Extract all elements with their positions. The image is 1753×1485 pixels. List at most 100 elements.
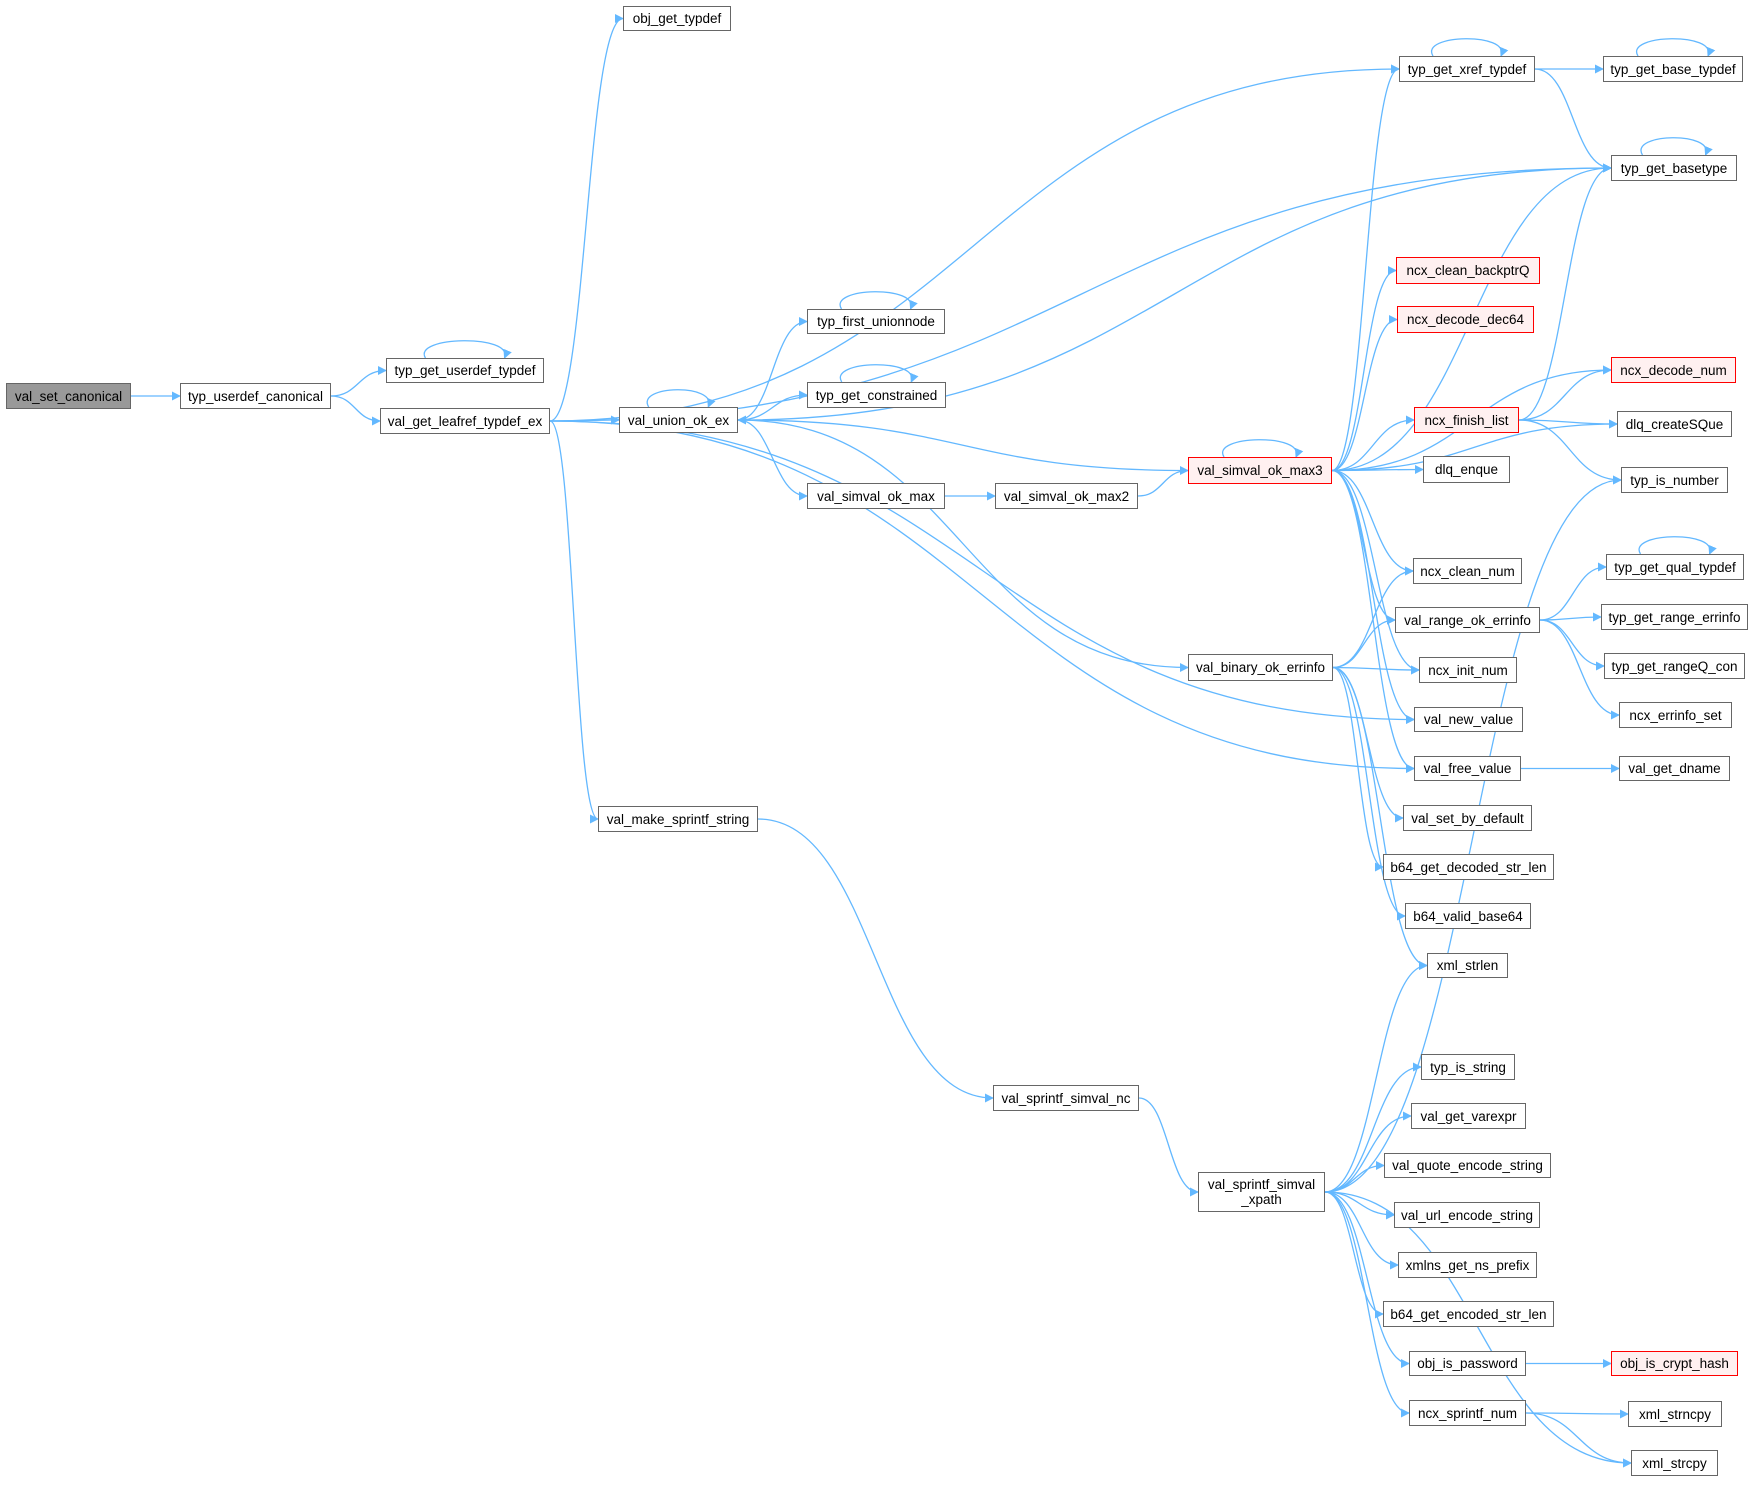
edge-val-sprintf-simval-xpath-to-typ-is-string (1324, 1062, 1422, 1193)
node-typ-get-rangeQ-con[interactable]: typ_get_rangeQ_con (1604, 653, 1745, 679)
edge-val-sprintf-simval-xpath-to-xml-strlen (1324, 961, 1428, 1193)
node-b64-valid-base64[interactable]: b64_valid_base64 (1405, 903, 1531, 929)
node-typ-get-constrained[interactable]: typ_get_constrained (807, 382, 946, 408)
node-typ-get-basetype[interactable]: typ_get_basetype (1611, 155, 1737, 181)
node-xml-strncpy[interactable]: xml_strncpy (1628, 1401, 1722, 1427)
edge-val-sprintf-simval-xpath-to-xmlns-get-ns-prefix (1324, 1191, 1399, 1270)
edge-typ-userdef-canonical-to-val-get-leafref-typdef-ex (330, 395, 381, 426)
edge-typ-get-basetype-to-typ-get-basetype (1640, 137, 1713, 156)
edge-val-union-ok-ex-to-typ-get-constrained (737, 390, 808, 421)
edge-val-get-leafref-typdef-ex-to-val-free-value (549, 420, 1415, 773)
edge-val-binary-ok-errinfo-to-b64-valid-base64 (1332, 666, 1406, 921)
node-val-get-leafref-typdef-ex[interactable]: val_get_leafref_typdef_ex (380, 408, 550, 434)
node-ncx-clean-backptrQ[interactable]: ncx_clean_backptrQ (1396, 257, 1540, 284)
edge-typ-get-xref-typdef-to-typ-get-xref-typdef (1430, 38, 1509, 57)
edge-typ-get-userdef-typdef-to-typ-get-userdef-typdef (423, 340, 512, 359)
node-b64-get-decoded-str-len[interactable]: b64_get_decoded_str_len (1383, 854, 1554, 880)
node-dlq-enque[interactable]: dlq_enque (1423, 456, 1510, 483)
node-ncx-finish-list[interactable]: ncx_finish_list (1414, 407, 1519, 433)
node-ncx-clean-num[interactable]: ncx_clean_num (1413, 558, 1522, 584)
node-xml-strcpy[interactable]: xml_strcpy (1631, 1450, 1718, 1476)
edge-val-binary-ok-errinfo-to-ncx-clean-num (1332, 566, 1414, 669)
node-val-quote-encode-string[interactable]: val_quote_encode_string (1384, 1153, 1551, 1178)
node-val-sprintf-simval-nc[interactable]: val_sprintf_simval_nc (993, 1085, 1139, 1111)
edge-val-simval-ok-max3-to-ncx-decode-dec64 (1331, 315, 1398, 472)
node-val-simval-ok-max2[interactable]: val_simval_ok_max2 (995, 483, 1138, 509)
edge-val-range-ok-errinfo-to-ncx-errinfo-set (1539, 619, 1620, 720)
node-obj-is-crypt-hash[interactable]: obj_is_crypt_hash (1611, 1351, 1738, 1376)
edge-val-get-leafref-typdef-ex-to-typ-get-xref-typdef (549, 64, 1400, 422)
node-val-url-encode-string[interactable]: val_url_encode_string (1394, 1202, 1540, 1228)
node-val-range-ok-errinfo[interactable]: val_range_ok_errinfo (1395, 607, 1540, 633)
edge-val-get-leafref-typdef-ex-to-val-new-value (549, 420, 1415, 724)
node-val-make-sprintf-string[interactable]: val_make_sprintf_string (598, 806, 758, 832)
edge-val-sprintf-simval-xpath-to-b64-get-encoded-str-len (1324, 1191, 1384, 1319)
edge-val-union-ok-ex-to-typ-first-unionnode (737, 317, 808, 421)
edge-val-simval-ok-max3-to-ncx-clean-num (1331, 469, 1414, 576)
node-ncx-sprintf-num[interactable]: ncx_sprintf_num (1409, 1400, 1526, 1426)
node-ncx-init-num[interactable]: ncx_init_num (1419, 657, 1517, 683)
node-obj-is-password[interactable]: obj_is_password (1409, 1351, 1526, 1376)
edge-val-simval-ok-max3-to-typ-get-xref-typdef (1331, 64, 1400, 472)
edge-val-union-ok-ex-to-val-binary-ok-errinfo (737, 419, 1189, 672)
edge-typ-get-qual-typdef-to-typ-get-qual-typdef (1638, 536, 1717, 555)
node-xml-strlen[interactable]: xml_strlen (1427, 953, 1508, 978)
edge-val-simval-ok-max3-to-val-union-ok-ex (737, 415, 1189, 472)
edge-ncx-sprintf-num-to-xml-strcpy (1525, 1412, 1632, 1468)
edge-typ-userdef-canonical-to-typ-get-userdef-typdef (330, 366, 387, 397)
node-ncx-decode-num[interactable]: ncx_decode_num (1611, 357, 1736, 383)
edge-val-simval-ok-max3-to-val-new-value (1331, 469, 1415, 724)
node-obj-get-typdef[interactable]: obj_get_typdef (623, 6, 731, 31)
node-val-get-dname[interactable]: val_get_dname (1619, 756, 1730, 781)
node-typ-get-range-errinfo[interactable]: typ_get_range_errinfo (1601, 604, 1748, 630)
node-val-binary-ok-errinfo[interactable]: val_binary_ok_errinfo (1188, 654, 1333, 681)
node-val-simval-ok-max3[interactable]: val_simval_ok_max3 (1188, 457, 1332, 484)
edge-val-simval-ok-max3-to-val-simval-ok-max3 (1221, 439, 1304, 458)
node-typ-get-base-typdef[interactable]: typ_get_base_typdef (1603, 56, 1743, 82)
node-val-sprintf-simval-xpath[interactable]: val_sprintf_simval _xpath (1198, 1172, 1325, 1212)
edge-val-get-leafref-typdef-ex-to-typ-get-basetype (549, 163, 1612, 422)
node-typ-get-userdef-typdef[interactable]: typ_get_userdef_typdef (386, 358, 544, 383)
edge-ncx-finish-list-to-typ-is-number (1518, 419, 1622, 485)
node-typ-get-xref-typdef[interactable]: typ_get_xref_typdef (1399, 56, 1535, 82)
edge-val-simval-ok-max3-to-ncx-finish-list (1331, 415, 1415, 472)
node-xmlns-get-ns-prefix[interactable]: xmlns_get_ns_prefix (1398, 1252, 1537, 1278)
edge-ncx-sprintf-num-to-xml-strncpy (1525, 1409, 1629, 1419)
edge-val-range-ok-errinfo-to-typ-get-range-errinfo (1539, 612, 1602, 622)
node-b64-get-encoded-str-len[interactable]: b64_get_encoded_str_len (1383, 1301, 1554, 1327)
node-val-set-canonical[interactable]: val_set_canonical (6, 383, 131, 409)
node-typ-userdef-canonical[interactable]: typ_userdef_canonical (180, 383, 331, 409)
node-typ-get-qual-typdef[interactable]: typ_get_qual_typdef (1606, 554, 1744, 580)
node-val-free-value[interactable]: val_free_value (1414, 756, 1521, 781)
node-val-new-value[interactable]: val_new_value (1414, 707, 1523, 732)
edge-val-get-leafref-typdef-ex-to-val-make-sprintf-string (549, 420, 599, 824)
edge-val-sprintf-simval-xpath-to-val-get-varexpr (1324, 1111, 1412, 1193)
node-ncx-errinfo-set[interactable]: ncx_errinfo_set (1619, 702, 1732, 728)
edge-val-sprintf-simval-xpath-to-obj-is-password (1324, 1191, 1410, 1368)
edge-val-sprintf-simval-xpath-to-val-quote-encode-string (1324, 1161, 1385, 1193)
edge-ncx-finish-list-to-dlq-createSQue (1518, 419, 1618, 429)
node-typ-first-unionnode[interactable]: typ_first_unionnode (807, 309, 945, 334)
node-typ-is-number[interactable]: typ_is_number (1621, 467, 1728, 493)
edge-val-simval-ok-max3-to-ncx-clean-backptrQ (1331, 266, 1397, 472)
node-val-union-ok-ex[interactable]: val_union_ok_ex (619, 407, 738, 433)
node-val-simval-ok-max[interactable]: val_simval_ok_max (807, 483, 945, 509)
edge-ncx-finish-list-to-typ-get-basetype (1518, 163, 1612, 421)
edge-val-range-ok-errinfo-to-typ-get-qual-typdef (1539, 562, 1607, 621)
node-typ-is-string[interactable]: typ_is_string (1421, 1054, 1515, 1080)
edge-val-simval-ok-max2-to-val-simval-ok-max3 (1137, 466, 1189, 497)
edge-typ-get-xref-typdef-to-typ-get-basetype (1534, 68, 1612, 173)
node-val-get-varexpr[interactable]: val_get_varexpr (1411, 1103, 1526, 1129)
edge-val-sprintf-simval-xpath-to-ncx-sprintf-num (1324, 1191, 1410, 1418)
edge-val-binary-ok-errinfo-to-b64-get-decoded-str-len (1332, 666, 1384, 872)
node-ncx-decode-dec64[interactable]: ncx_decode_dec64 (1397, 306, 1534, 333)
edge-val-sprintf-simval-nc-to-val-sprintf-simval-xpath (1138, 1097, 1199, 1197)
edge-val-sprintf-simval-xpath-to-xml-strcpy (1324, 1191, 1632, 1468)
edge-val-binary-ok-errinfo-to-ncx-init-num (1332, 665, 1420, 675)
node-val-set-by-default[interactable]: val_set_by_default (1403, 805, 1532, 831)
edge-val-simval-ok-max3-to-val-range-ok-errinfo (1331, 469, 1396, 625)
edge-val-sprintf-simval-xpath-to-typ-is-number (1324, 475, 1622, 1193)
node-dlq-createSQue[interactable]: dlq_createSQue (1617, 411, 1732, 437)
edge-typ-get-constrained-to-typ-get-constrained (839, 364, 919, 383)
edge-val-range-ok-errinfo-to-typ-get-rangeQ-con (1539, 619, 1605, 671)
